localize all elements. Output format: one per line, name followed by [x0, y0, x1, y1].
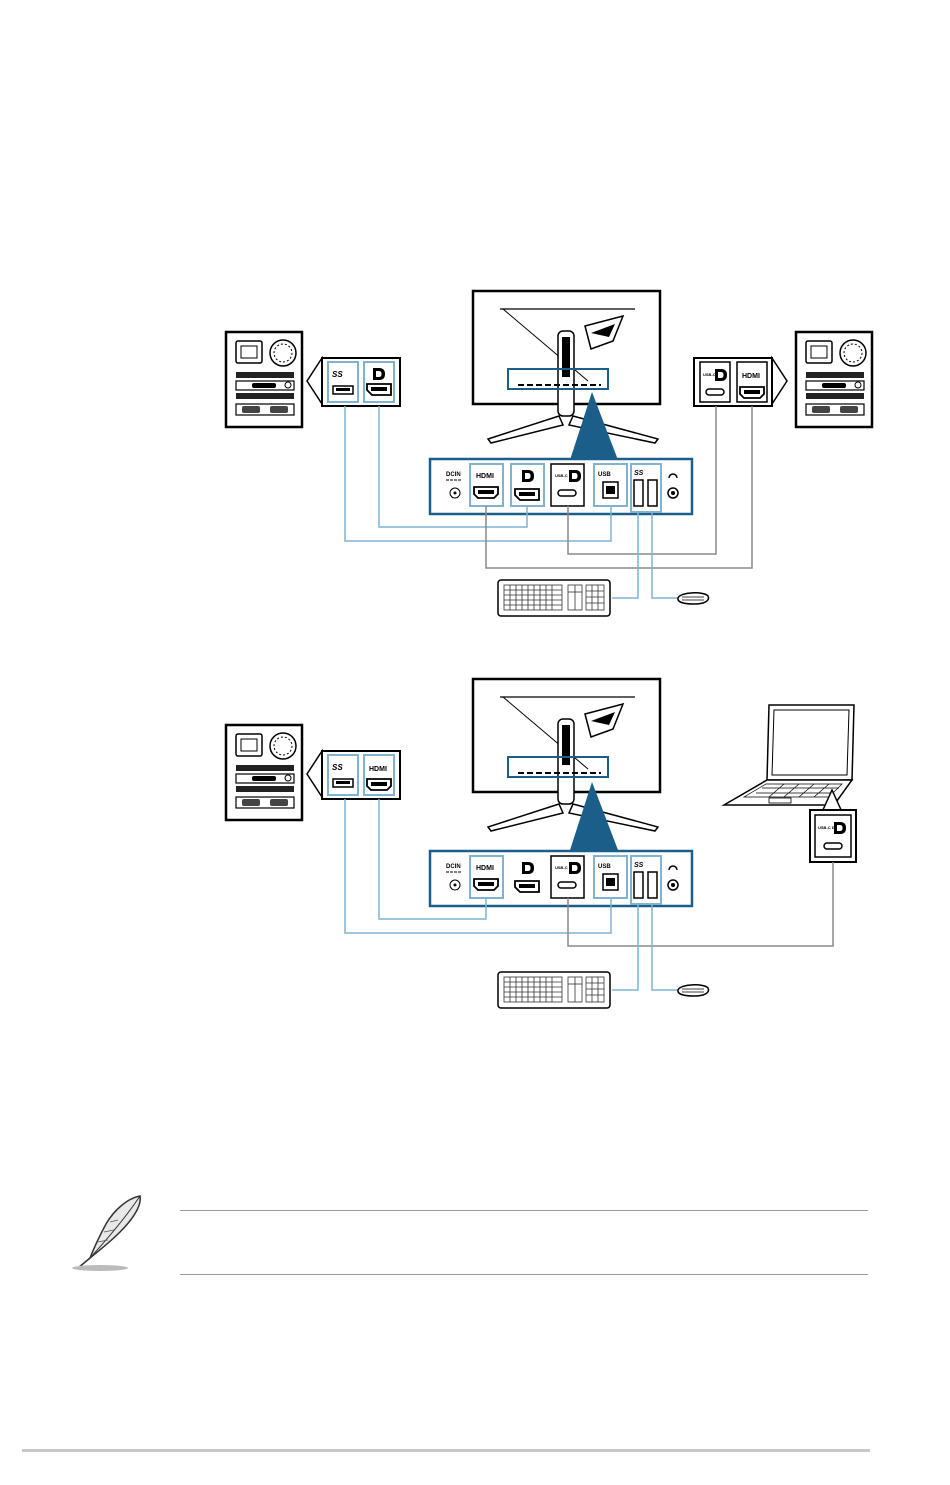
usb-c-port-icon	[706, 389, 724, 395]
pc-right-port-hdmi-label: HDMI	[742, 373, 760, 380]
dp-port-icon	[515, 489, 539, 500]
hdmi-port-icon	[474, 879, 498, 890]
monitor-rear-view	[473, 291, 660, 443]
dp-logo-icon	[373, 368, 385, 380]
footer-rule	[22, 1449, 870, 1452]
usb-c-port-icon	[824, 843, 842, 849]
pc-left-port-ss-label: SS	[332, 763, 343, 772]
keyboard-icon	[498, 972, 610, 1008]
usb-c-port-icon	[558, 490, 576, 496]
mouse-icon	[678, 593, 709, 604]
hdmi-port-icon	[740, 387, 764, 398]
pc-left-port-ss-label: SS	[332, 370, 343, 379]
note-top-rule	[180, 1210, 868, 1211]
pc-tower-right	[796, 332, 872, 427]
feather-pen-icon	[70, 1192, 160, 1274]
mouse-icon	[678, 985, 709, 996]
usb-a-port-icon	[333, 386, 353, 394]
dp-logo-icon	[834, 822, 846, 834]
dp-port-icon	[367, 384, 391, 395]
usb-a-port-icon	[634, 480, 643, 506]
diagram-bottom: SS HDMI USB-C DP DCIN HDMI USB-C DP USB …	[226, 679, 856, 1008]
port-dcin-label: DCIN	[446, 472, 461, 478]
dp-logo-icon	[522, 862, 534, 874]
hdmi-port-icon	[474, 487, 498, 498]
usb-a-port-icon	[648, 872, 657, 898]
dp-logo-icon	[522, 470, 534, 482]
usb-a-port-icon	[648, 480, 657, 506]
usb-c-port-icon	[558, 882, 576, 888]
note-bottom-rule	[180, 1274, 868, 1275]
port-hdmi-label: HDMI	[476, 865, 494, 872]
port-usbb-label: USB	[598, 472, 611, 478]
laptop-icon	[724, 705, 854, 805]
dp-logo-icon	[569, 862, 581, 874]
dp-logo-icon	[715, 369, 727, 381]
hdmi-port-icon	[367, 779, 391, 790]
keyboard-icon	[498, 580, 610, 616]
usb-a-port-icon	[634, 872, 643, 898]
port-dcin-label: DCIN	[446, 864, 461, 870]
pc-tower-left	[226, 725, 302, 820]
diagram-top: SS USB-C DP HDMI DCIN HDMI USB-C DP USB	[226, 291, 872, 616]
dp-logo-icon	[569, 470, 581, 482]
port-usba-label: SS	[634, 470, 644, 477]
monitor-rear-view	[473, 679, 660, 831]
port-usba-label: SS	[634, 862, 644, 869]
pc-tower-left	[226, 332, 302, 427]
usb-a-port-icon	[333, 779, 353, 787]
port-hdmi-label: HDMI	[476, 473, 494, 480]
pc-left-port-hdmi-label: HDMI	[369, 766, 387, 773]
port-usbb-label: USB	[598, 864, 611, 870]
dp-port-icon	[515, 881, 539, 892]
